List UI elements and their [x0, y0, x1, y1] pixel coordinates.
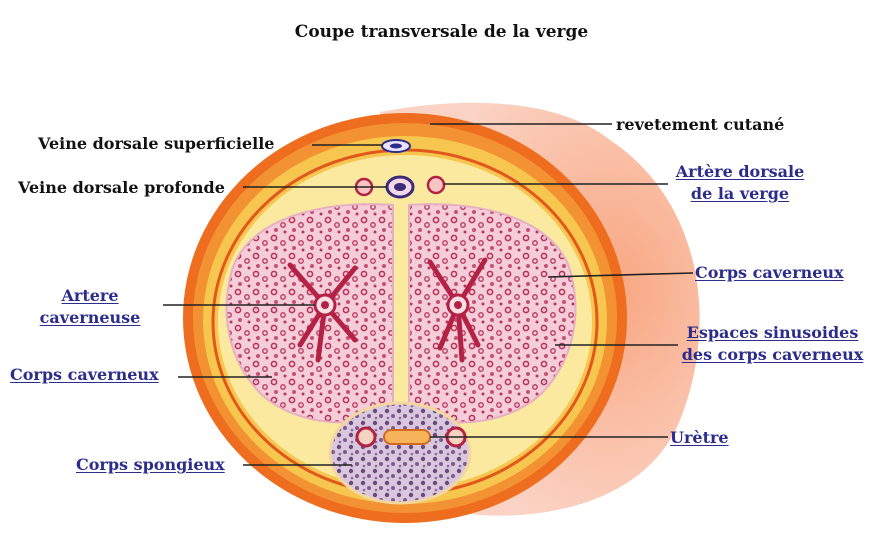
label-corps-caverneux-right[interactable]: Corps caverneux	[695, 263, 844, 282]
corps-caverneux-left	[225, 203, 394, 424]
label-revetement-cutane: revetement cutané	[616, 115, 785, 134]
label-corps-caverneux-left[interactable]: Corps caverneux	[10, 365, 159, 384]
label-uretre[interactable]: Urètre	[670, 428, 729, 447]
label-artere-caverneuse[interactable]: Artere caverneuse	[20, 285, 160, 329]
label-veine-dorsale-superficielle: Veine dorsale superficielle	[38, 134, 275, 153]
leader-lines	[163, 123, 694, 466]
corps-caverneux-right	[408, 203, 577, 424]
corps-spongieux	[328, 401, 472, 505]
uretre-lumen	[383, 429, 431, 445]
label-corps-spongieux[interactable]: Corps spongieux	[76, 455, 225, 474]
label-espaces-line1: Espaces sinusoides	[686, 323, 859, 342]
leader-corps-caverneux-right	[547, 272, 694, 278]
label-artere-caverneuse-line1: Artere	[61, 286, 119, 305]
label-veine-dorsale-profonde: Veine dorsale profonde	[18, 178, 225, 197]
label-espaces-sinusoides[interactable]: Espaces sinusoides des corps caverneux	[670, 322, 875, 366]
label-artere-dorsale-line1: Artère dorsale	[675, 162, 805, 181]
label-artere-dorsale-line2: de la verge	[690, 184, 790, 203]
label-artere-dorsale[interactable]: Artère dorsale de la verge	[660, 161, 820, 205]
artere-dorsale-right	[426, 175, 446, 195]
label-espaces-line2: des corps caverneux	[681, 345, 864, 364]
label-artere-caverneuse-line2: caverneuse	[39, 308, 141, 327]
diagram-title: Coupe transversale de la verge	[294, 22, 589, 42]
